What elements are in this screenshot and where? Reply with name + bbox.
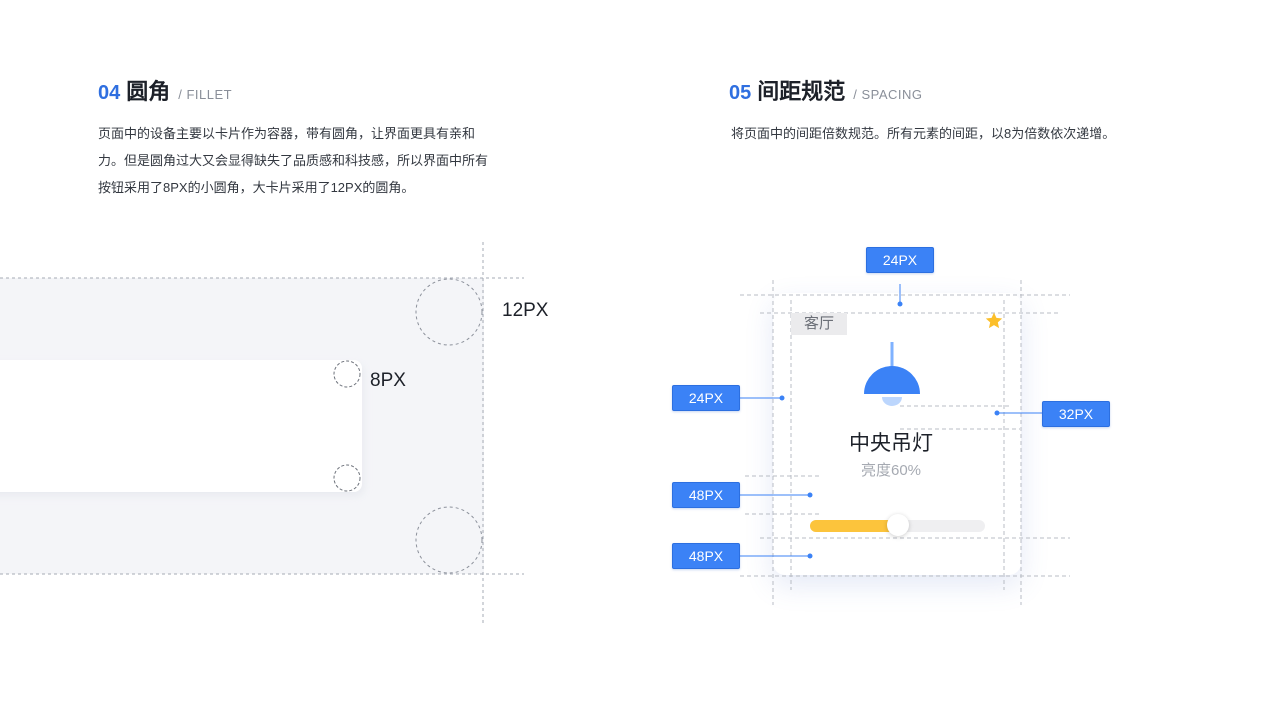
spacing-heading: 05 间距规范 / SPACING	[729, 74, 923, 106]
small-card	[0, 360, 362, 492]
radius-circle-large	[415, 278, 483, 346]
device-name: 中央吊灯	[849, 432, 933, 455]
fillet-title: 圆角	[126, 79, 171, 104]
label-8px: 8PX	[370, 370, 406, 391]
spacing-number: 05	[729, 82, 752, 104]
fillet-heading: 04 圆角 / FILLET	[98, 74, 232, 106]
connector-dot	[807, 553, 813, 559]
fillet-description: 页面中的设备主要以卡片作为容器，带有圆角，让界面更具有亲和 力。但是圆角过大又会…	[98, 120, 528, 201]
brightness-slider-handle[interactable]	[887, 514, 909, 536]
spacing-description: 将页面中的间距倍数规范。所有元素的间距，以8为倍数依次递增。	[731, 126, 1116, 141]
connector-dot	[994, 410, 1000, 416]
fillet-number: 04	[98, 82, 121, 104]
fillet-illustration	[0, 242, 524, 626]
brightness-text: 亮度60%	[860, 462, 922, 479]
brightness-slider-fill	[810, 520, 902, 532]
fillet-subtitle: / FILLET	[178, 87, 233, 102]
fillet-description-line: 力。但是圆角过大又会显得缺失了品质感和科技感，所以界面中所有	[98, 153, 489, 168]
spacing-tag-bottom: 48PX	[672, 543, 740, 569]
pendant-lamp-icon	[864, 342, 920, 406]
spacing-tag-left: 24PX	[672, 385, 740, 411]
brightness-slider[interactable]	[810, 514, 985, 536]
fillet-description-line: 按钮采用了8PX的小圆角，大卡片采用了12PX的圆角。	[98, 180, 415, 195]
spacing-title: 间距规范	[757, 79, 846, 104]
spacing-subtitle: / SPACING	[853, 87, 923, 102]
connector-dot	[897, 301, 903, 307]
spacing-tag-middle: 48PX	[672, 482, 740, 508]
room-badge: 客厅	[791, 313, 847, 335]
radius-circle-large	[415, 506, 483, 574]
fillet-description-line: 页面中的设备主要以卡片作为容器，带有圆角，让界面更具有亲和	[98, 126, 476, 141]
radius-circle-small	[333, 464, 361, 492]
spacing-tag-right: 32PX	[1042, 401, 1110, 427]
label-12px: 12PX	[502, 300, 549, 321]
radius-circle-small	[333, 360, 361, 388]
star-icon[interactable]	[984, 311, 1004, 331]
connector-dot	[807, 492, 813, 498]
spacing-tag-top: 24PX	[866, 247, 934, 273]
connector-dot	[779, 395, 785, 401]
